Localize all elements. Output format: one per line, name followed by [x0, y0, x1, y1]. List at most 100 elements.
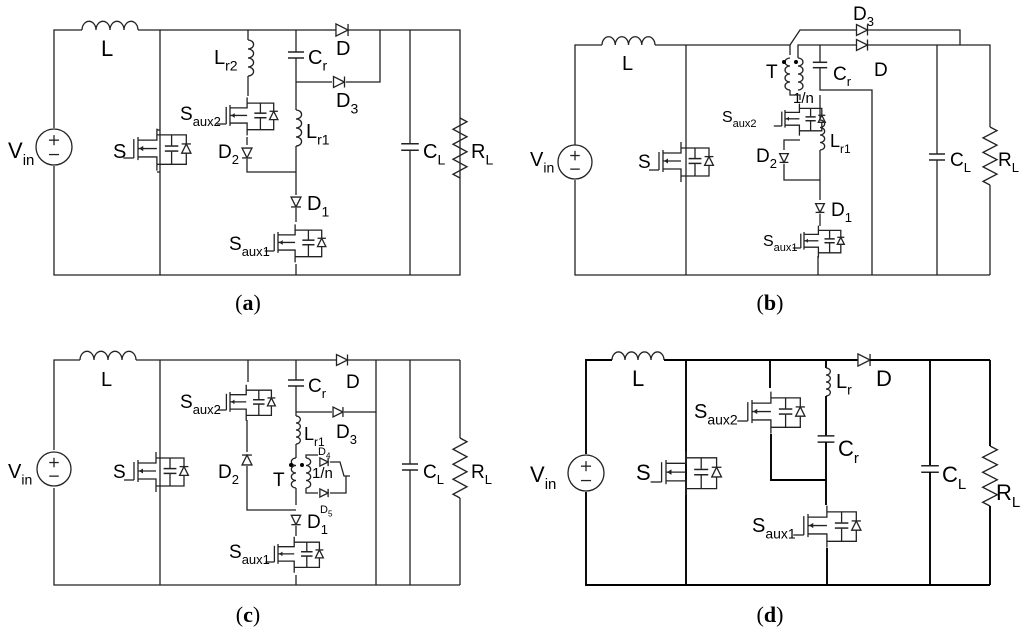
label-D-main: D	[346, 372, 360, 393]
polarity-dot	[782, 60, 786, 64]
wire	[797, 44, 858, 58]
label-vin-sub: in	[543, 159, 554, 175]
label-Lr1-main: L	[830, 131, 840, 151]
snubber-capacitor	[805, 116, 816, 122]
resistor-RL	[981, 126, 999, 186]
diode-D	[857, 352, 872, 368]
diode-D1	[814, 202, 826, 214]
wire	[783, 139, 800, 150]
caption-paren: (	[757, 602, 764, 627]
label-D2: D2	[756, 146, 777, 171]
label-CL-main: C	[942, 462, 958, 487]
label-Cr: Cr	[838, 436, 859, 467]
mosfet-S	[649, 142, 715, 182]
inductor-coil	[295, 109, 303, 147]
mosfet-Saux2	[737, 391, 806, 434]
resistor-zigzag	[451, 117, 469, 179]
label-Saux1: Saux1	[763, 233, 798, 254]
inductor-L	[81, 20, 139, 31]
diode-triangle	[710, 465, 723, 478]
diode-D1	[289, 196, 303, 209]
mosfet-Saux1	[792, 225, 846, 258]
inductor-coil	[819, 119, 826, 151]
arrow-head	[667, 469, 672, 475]
label-L: L	[101, 369, 112, 391]
source-circle	[35, 128, 73, 166]
wire	[53, 488, 460, 586]
diode-triangle	[268, 109, 279, 121]
wire	[574, 180, 990, 276]
snubber-capacitor	[301, 550, 313, 557]
caption-letter: d	[764, 602, 776, 627]
diode-triangle	[266, 396, 277, 407]
label-RL-sub: L	[1012, 160, 1019, 175]
label-RL-main: R	[471, 462, 485, 483]
caption-paren: )	[776, 602, 783, 627]
source-circle	[36, 451, 72, 487]
wire	[574, 44, 602, 145]
label-Saux1-main: S	[229, 234, 242, 255]
diode-triangle	[290, 514, 302, 527]
caption-c: (c)	[236, 602, 260, 627]
body-diode	[180, 142, 192, 154]
wire	[585, 492, 990, 586]
wire	[330, 461, 350, 477]
snubber-capacitor	[253, 398, 265, 405]
diode-triangle	[316, 236, 327, 248]
label-L-main: L	[622, 53, 633, 75]
transformer-primary	[290, 457, 297, 489]
snubber-capacitor	[824, 238, 835, 244]
label-S: S	[113, 462, 126, 483]
label-CL: CL	[423, 462, 444, 487]
arrow-head	[279, 551, 283, 557]
body-diode	[316, 236, 327, 248]
diode-triangle	[332, 405, 345, 419]
label-Saux1: Saux1	[229, 234, 270, 259]
diode-D2	[240, 453, 254, 466]
wire	[785, 124, 801, 136]
body-diode	[268, 109, 279, 121]
label-D1: D1	[831, 200, 852, 225]
caption-paren: )	[254, 290, 261, 315]
label-RL-main: R	[996, 480, 1012, 505]
inductor-L	[79, 350, 137, 361]
label-T-main: T	[766, 62, 778, 83]
label-Saux2-main: S	[180, 392, 193, 413]
mosfet-Saux2	[216, 97, 279, 136]
wire	[230, 384, 247, 396]
label-Lr1: Lr1	[306, 121, 330, 147]
label-D-main: D	[876, 366, 892, 391]
label-Lr1-main: L	[306, 121, 317, 143]
label-D: D	[346, 372, 360, 393]
label-ratio-main: 1/n	[793, 90, 814, 107]
inductor-coil	[305, 457, 312, 489]
wire	[785, 103, 801, 114]
label-D1-main: D	[831, 200, 845, 221]
label-L: L	[632, 366, 644, 391]
mosfet-S	[123, 128, 192, 171]
voltage-source-vin	[35, 128, 73, 166]
label-Saux2: Saux2	[694, 401, 738, 427]
resistor-RL	[451, 117, 469, 179]
label-CL: CL	[423, 141, 445, 167]
label-D2-sub: 2	[232, 152, 239, 167]
inductor-coil	[81, 20, 139, 31]
capacitor-Cr	[817, 435, 835, 443]
label-vin: Vin	[530, 149, 554, 175]
snubber-capacitor	[834, 522, 849, 529]
body-diode	[710, 465, 723, 478]
label-D2-main: D	[218, 142, 232, 163]
label-Lr: Lr	[836, 371, 852, 397]
body-diode	[266, 396, 277, 407]
label-D3-main: D	[336, 422, 350, 443]
arrow-head	[139, 468, 143, 474]
label-Saux2-sub: aux2	[193, 114, 221, 129]
diode-triangle	[850, 519, 862, 531]
label-T: T	[273, 470, 285, 491]
wire	[770, 434, 826, 481]
label-vin-main: V	[530, 149, 544, 171]
